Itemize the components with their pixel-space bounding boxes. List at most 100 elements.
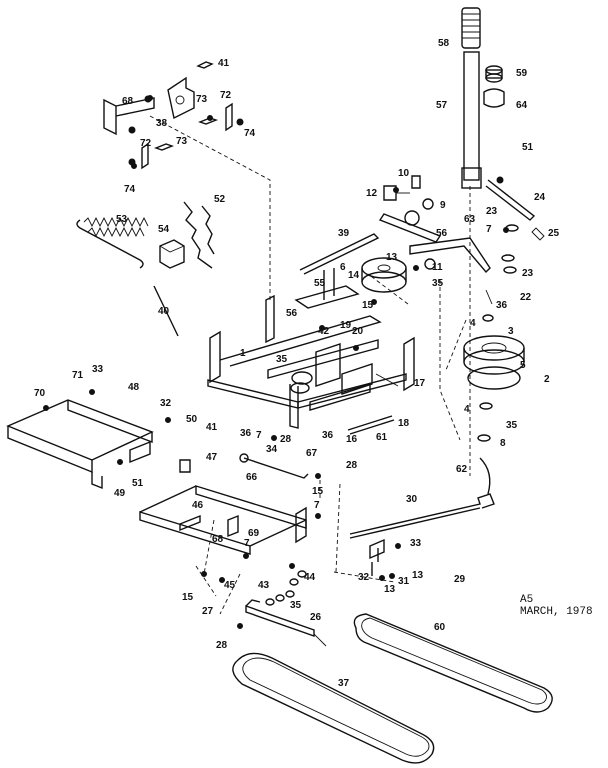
- rod-39: [299, 233, 380, 275]
- part-label: 46: [192, 500, 204, 511]
- part-label: 32: [160, 398, 172, 409]
- bracket-6: [294, 268, 360, 309]
- pulley-14: [361, 257, 407, 293]
- part-label: 42: [318, 326, 330, 337]
- part-label: 51: [132, 478, 144, 489]
- part-labels: 58 59 64 57 51 41 68 38 73 72 74 72 73 7…: [34, 38, 560, 689]
- part-label: 7: [486, 224, 492, 235]
- hardware-fasteners: [43, 95, 509, 629]
- part-label: 14: [348, 270, 360, 281]
- part-label: 57: [436, 100, 448, 111]
- part-label: 41: [206, 422, 218, 433]
- part-label: 53: [116, 214, 128, 225]
- link-rod-52: [183, 201, 215, 269]
- linkage-rod-30: [349, 457, 495, 576]
- deck-hanger-48: [6, 399, 154, 490]
- part-label: 48: [128, 382, 140, 393]
- part-label: 25: [548, 228, 560, 239]
- part-label: 9: [440, 200, 446, 211]
- part-label: 2: [544, 374, 550, 385]
- part-label: 64: [516, 100, 528, 111]
- part-label: 49: [114, 488, 126, 499]
- part-label: 35: [276, 354, 288, 365]
- tension-spring: [76, 216, 149, 269]
- part-label: 33: [92, 364, 104, 375]
- part-label: 35: [432, 278, 444, 289]
- part-label: 74: [244, 128, 256, 139]
- part-label: 41: [218, 58, 230, 69]
- pin-40: [153, 285, 179, 337]
- part-label: 36: [496, 300, 508, 311]
- part-label: 17: [414, 378, 426, 389]
- part-label: 15: [182, 592, 194, 603]
- linkage-hardware: [383, 175, 545, 305]
- part-label: 36: [322, 430, 334, 441]
- part-label: 16: [346, 434, 358, 445]
- part-label: 4: [470, 318, 476, 329]
- part-label: 44: [304, 572, 316, 583]
- part-label: 73: [176, 136, 188, 147]
- part-label: 56: [286, 308, 298, 319]
- part-label: 4: [464, 404, 470, 415]
- part-label: 69: [248, 528, 260, 539]
- part-label: 32: [358, 572, 370, 583]
- part-label: 54: [158, 224, 170, 235]
- part-label: 52: [214, 194, 226, 205]
- part-label: 26: [310, 612, 322, 623]
- drag-link-11: [378, 198, 491, 274]
- leader-lines: [149, 115, 471, 615]
- part-label: 50: [186, 414, 198, 425]
- part-label: 74: [124, 184, 136, 195]
- part-label: 1: [240, 348, 246, 359]
- part-label: 19: [340, 320, 352, 331]
- main-frame: [207, 294, 415, 429]
- part-label: 61: [376, 432, 388, 443]
- part-label: 72: [220, 90, 232, 101]
- part-label: 73: [196, 94, 208, 105]
- steering-bushing: [483, 65, 505, 108]
- part-label: 28: [346, 460, 358, 471]
- part-label: 62: [456, 464, 468, 475]
- part-label: 3: [508, 326, 514, 337]
- page-code: A5: [520, 594, 533, 606]
- part-label: 35: [506, 420, 518, 431]
- part-label: 7: [314, 500, 320, 511]
- part-label: 7: [244, 538, 250, 549]
- belt-37: [232, 652, 435, 764]
- part-label: 60: [434, 622, 446, 633]
- part-label: 13: [384, 584, 396, 595]
- part-label: 56: [436, 228, 448, 239]
- part-label: 45: [224, 580, 236, 591]
- steering-shaft: [461, 7, 482, 189]
- part-label: 23: [486, 206, 498, 217]
- part-label: 66: [246, 472, 258, 483]
- upper-left-brackets: [103, 61, 244, 170]
- part-label: 15: [362, 300, 374, 311]
- part-label: 68: [122, 96, 134, 107]
- part-label: 37: [338, 678, 350, 689]
- steering-arm-24: [485, 176, 536, 221]
- part-label: 63: [464, 214, 476, 225]
- shaft-61: [347, 415, 395, 435]
- part-label: 27: [202, 606, 214, 617]
- part-label: 12: [366, 188, 378, 199]
- idler-arm-26: [245, 570, 327, 647]
- part-label: 67: [306, 448, 318, 459]
- part-label: 43: [258, 580, 270, 591]
- part-label: 29: [454, 574, 466, 585]
- part-label: 28: [216, 640, 228, 651]
- part-label: 22: [520, 292, 532, 303]
- part-label: 7: [256, 430, 262, 441]
- part-label: 18: [398, 418, 410, 429]
- part-label: 30: [406, 494, 418, 505]
- part-label: 70: [34, 388, 46, 399]
- part-label: 72: [140, 138, 152, 149]
- part-label: 15: [312, 486, 324, 497]
- part-label: 38: [156, 118, 168, 129]
- part-label: 51: [522, 142, 534, 153]
- part-label: 6: [340, 262, 346, 273]
- part-label: 40: [158, 306, 170, 317]
- part-label: 13: [412, 570, 424, 581]
- part-label: 55: [314, 278, 326, 289]
